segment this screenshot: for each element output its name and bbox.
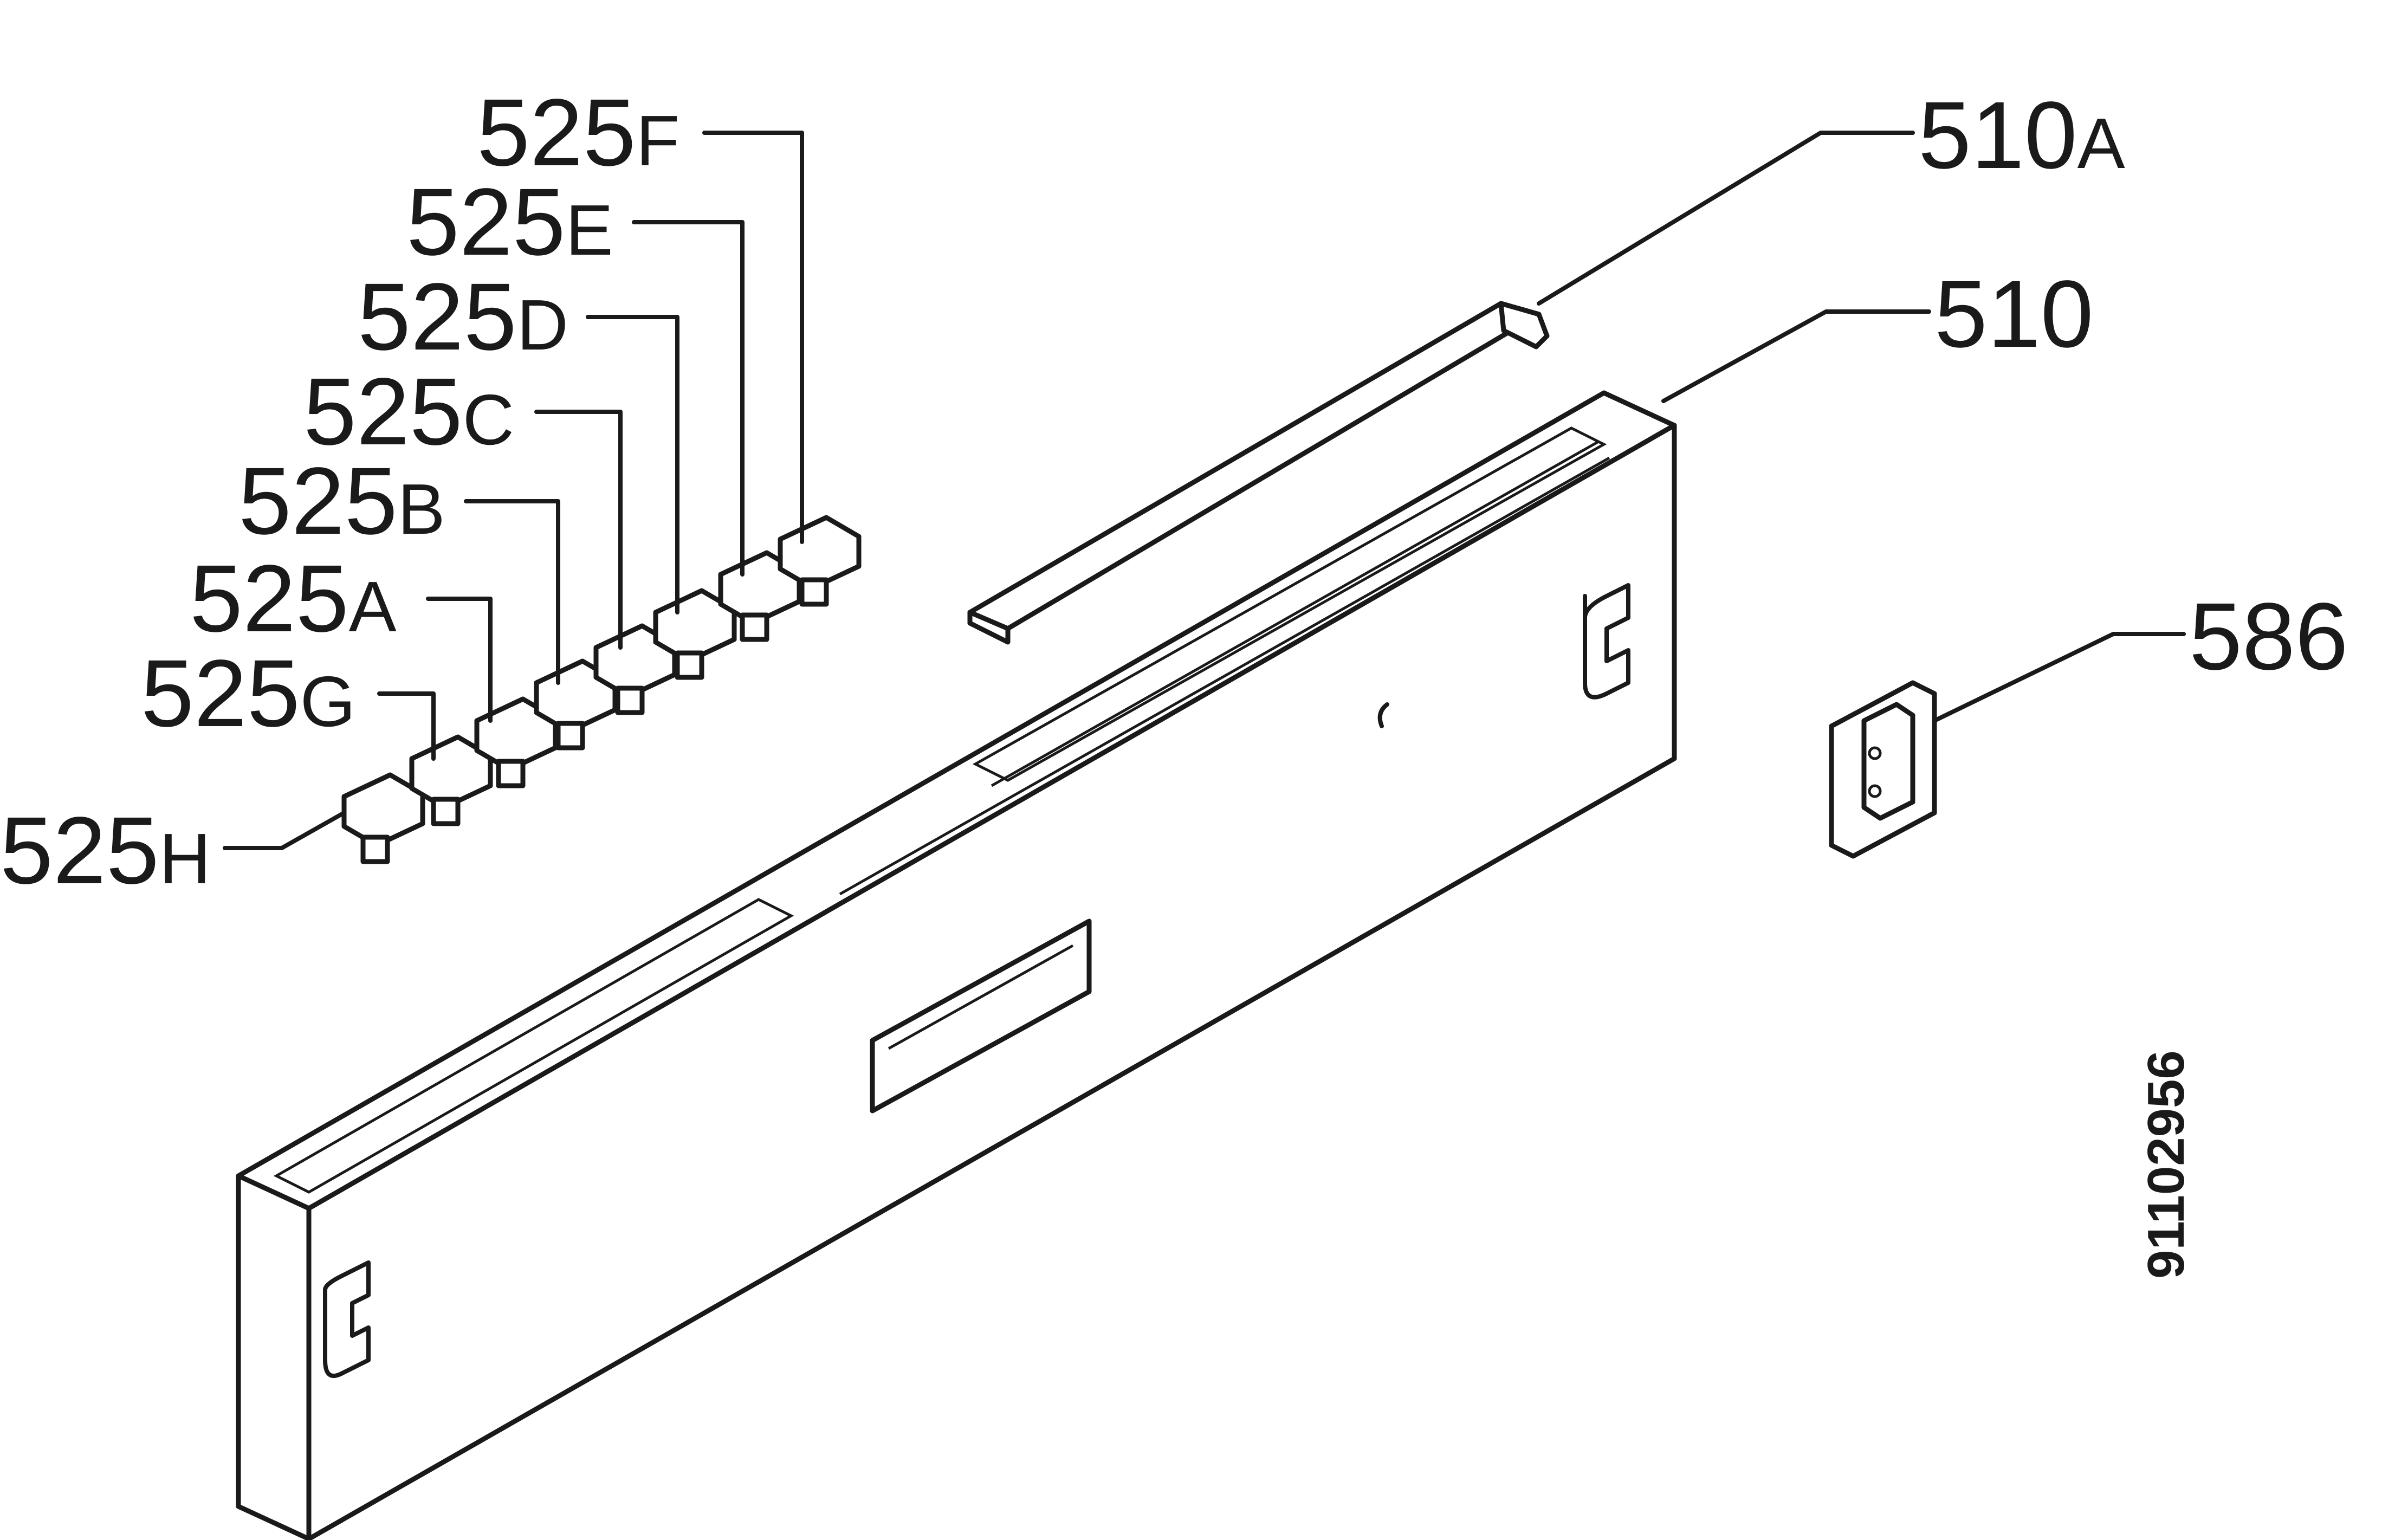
button-row-525 [341,515,862,864]
drawing-id: 91102956 [2137,1050,2195,1279]
label-510a: 510A [1918,82,2125,189]
label-525g: 525G [141,640,355,747]
label-525e: 525E [406,169,613,275]
label-525c: 525C [303,359,514,465]
label-525b: 525B [238,448,445,554]
label-525a: 525A [190,546,397,652]
label-525d: 525D [358,264,568,370]
strip-510a [967,301,1550,645]
button-525a-part [474,696,558,788]
label-586: 586 [2189,584,2348,690]
button-525h-part [341,772,425,864]
label-525f: 525F [477,80,679,186]
label-510: 510 [1934,261,2094,367]
bracket-586 [1829,680,1937,859]
control-panel-510 [236,390,1677,1540]
part-labels: 525F 525E 525D 525C 525B 525A 525G 525H … [0,80,2348,904]
leader-lines [223,131,2186,850]
label-525h: 525H [0,798,211,904]
